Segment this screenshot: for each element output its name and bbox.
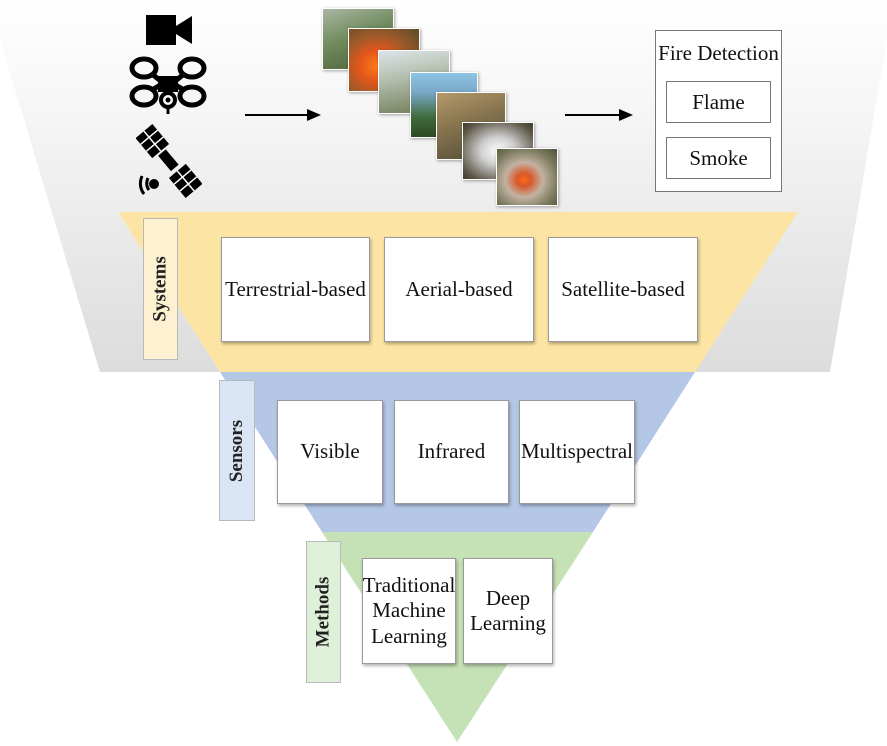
visible-box: Visible <box>277 400 383 504</box>
flame-box: Flame <box>666 81 771 123</box>
video-camera-icon <box>146 15 192 45</box>
arrow-to-fire-detection <box>565 109 633 121</box>
infrared-box: Infrared <box>394 400 509 504</box>
fire-detection-panel: Fire Detection Flame Smoke <box>655 30 782 192</box>
fire-detection-title: Fire Detection <box>658 41 779 65</box>
traditional-machine-learning-box: Traditional Machine Learning <box>362 558 456 664</box>
methods-label: Methods <box>306 541 341 683</box>
sensors-label: Sensors <box>219 380 255 521</box>
deep-learning-box: Deep Learning <box>463 558 553 664</box>
satellite-based-box: Satellite-based <box>548 237 698 342</box>
terrestrial-based-box: Terrestrial-based <box>221 237 370 342</box>
aerial-based-box: Aerial-based <box>384 237 534 342</box>
wildfire-image-7 <box>496 148 558 206</box>
drone-icon <box>129 56 207 114</box>
multispectral-box: Multispectral <box>519 400 635 504</box>
smoke-box: Smoke <box>666 137 771 179</box>
arrow-to-images <box>245 109 321 121</box>
systems-label: Systems <box>143 218 178 360</box>
satellite-icon <box>136 124 202 198</box>
